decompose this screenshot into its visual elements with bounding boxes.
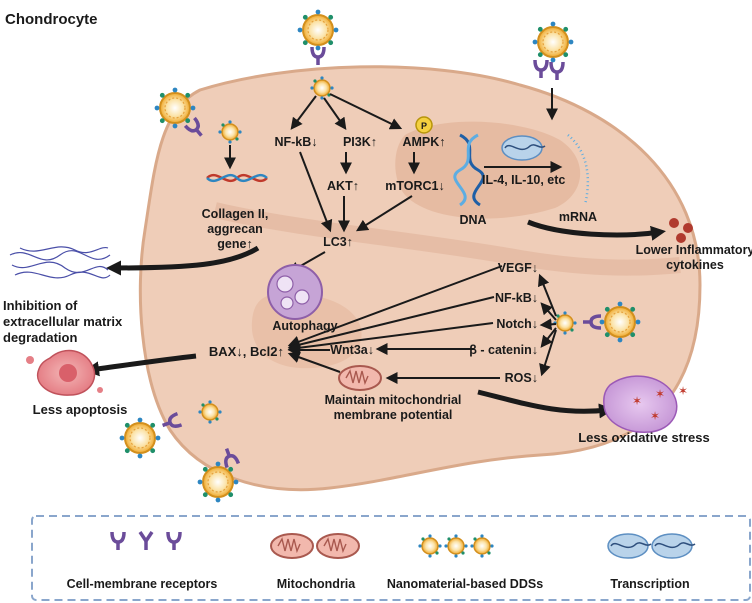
legend-receptors-icon [110,530,182,552]
apoptotic-cell-icon [26,349,103,396]
akt-label: AKT↑ [327,179,359,193]
arrow-np-to-ampk [329,93,403,130]
arrow-to-inhibition [106,245,260,276]
arrow-nfkb-to-lc3 [299,151,333,233]
legend-receptors-label: Cell-membrane receptors [67,577,218,591]
cytokines-label-2: cytokines [666,258,724,272]
arrow-to-apoptosis [84,353,197,377]
extracellular-matrix-icon [9,246,111,279]
collagen-label-1: Collagen II, [202,207,269,221]
legend-dds-icon [417,533,495,559]
oxidative-cell-icon: ✶ ✶ ✶ ✶ [603,375,688,433]
arrow-mtorc1-to-lc3 [355,195,413,232]
legend-mitochondria-label: Mitochondria [277,577,357,591]
arrow-vegf-to-bax [287,265,503,348]
legend-mitochondria-icon [270,533,360,559]
mito-label-2: membrane potential [334,408,453,422]
phosphate-icon [415,116,433,134]
apoptosis-label: Less apoptosis [33,402,128,417]
receptor-topright [533,58,549,80]
arrow-np-to-nfkb2 [540,302,557,321]
arrow-np-to-ros [539,329,557,377]
ampk-label: AMPK↑ [402,135,445,149]
phosphate-label: P [421,121,427,131]
svg-text:✶: ✶ [678,384,688,398]
lc3-label: LC3↑ [323,235,353,249]
ros-label: ROS↓ [505,371,538,385]
nanoparticle-bottom-3 [196,460,240,504]
autophagy-label: Autophagy [272,319,337,333]
cytokines-expression-label: IL-4, IL-10, etc [482,173,565,187]
mitochondrion-icon [338,365,382,391]
nanoparticle-bottom-1 [118,416,162,460]
nfkb2-label: NF-kB↓ [495,291,538,305]
arrow-np-to-vegf [537,273,557,317]
dna-icon [453,133,485,207]
mtorc1-label: mTORC1↓ [385,179,445,193]
cytokines-icon [669,218,693,243]
transcription-icon [501,135,546,161]
svg-text:✶: ✶ [632,394,642,408]
arrow-nfkb2-to-bax [287,296,495,351]
arrow-np-to-notch [539,318,557,331]
vegf-label: VEGF↓ [498,261,538,275]
mrna-label: mRNA [559,210,597,224]
arrow-to-oxidative [477,389,614,419]
diagram-title: Chondrocyte [5,11,98,28]
oxidative-label: Less oxidative stress [578,430,710,445]
collagen-label-2: aggrecan [207,222,263,236]
mito-label-1: Maintain mitochondrial [325,393,462,407]
pi3k-label: PI3K↑ [343,135,377,149]
legend-dds-label: Nanomaterial-based DDSs [387,577,543,591]
arrow-mito-to-bax [287,351,341,373]
svg-text:✶: ✶ [655,387,665,401]
legend-box [31,515,751,601]
nanoparticle-right [598,300,642,344]
nanoparticle-top [296,8,340,52]
inhibition-label-3: degradation [3,330,77,345]
cytokines-label-1: Lower Inflammatory [636,243,752,257]
inhibition-label-1: Inhibition of [3,298,78,313]
collagen-label-3: gene↑ [217,237,252,251]
arrow-notch-to-bax [287,322,494,354]
inhibition-label-2: extracellular matrix [3,314,123,329]
nfkb-label: NF-kB↓ [274,135,317,149]
bax-label: BAX↓, Bcl2↑ [209,344,284,359]
cell-fold [213,202,681,276]
bcatenin-label: β - catenin↓ [469,343,538,357]
nanoparticle-topright [531,20,575,64]
legend-transcription-label: Transcription [610,577,689,591]
arrow-np-to-bcatenin [540,327,557,348]
autophagy-icon [267,264,323,320]
arrow-np-to-pi3k [323,97,347,130]
nanoparticle-left [153,86,197,130]
notch-label: Notch↓ [496,317,538,331]
svg-text:✶: ✶ [650,409,660,423]
arrow-to-cytokines [527,219,666,241]
arrow-np-to-nfkb [290,95,317,130]
receptor-topright-2 [549,60,565,82]
wnt3a-label: Wnt3a↓ [330,343,374,357]
dna-label: DNA [459,213,486,227]
legend-transcription-icon [607,533,696,559]
dna-helix-collagen [206,173,268,183]
